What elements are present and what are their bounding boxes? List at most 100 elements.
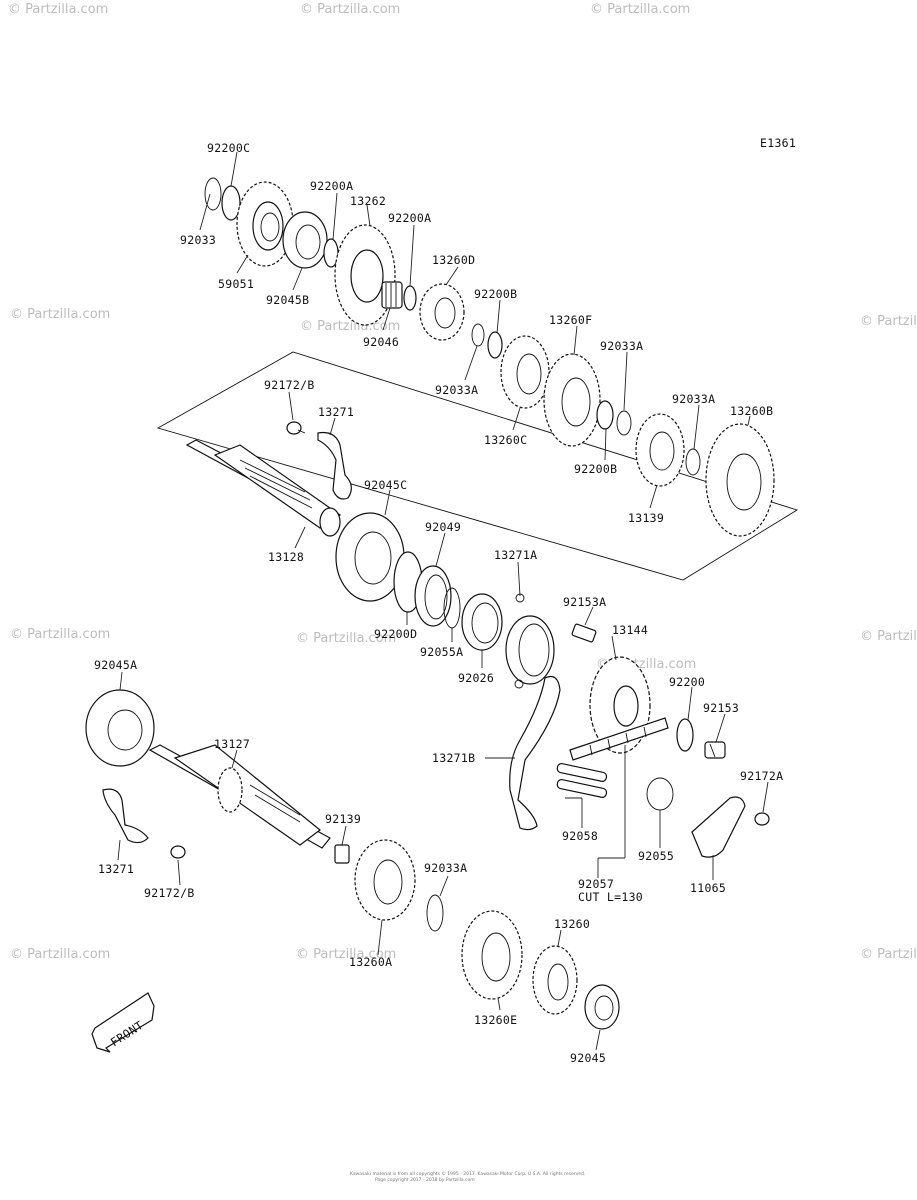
part-label: 92200C [207, 141, 250, 155]
part-label: 92055A [420, 645, 463, 659]
bolt-92153a [571, 623, 597, 643]
upper-gear-train [204, 177, 775, 537]
part-label: 13260C [484, 433, 527, 447]
part-label: 92200B [474, 287, 517, 301]
plate-13271a [505, 615, 555, 685]
part-label: 92153A [563, 595, 606, 609]
part-label: 13260B [730, 404, 773, 418]
part-label: 13139 [628, 511, 664, 525]
part-label: 92046 [363, 335, 399, 349]
part-label: 92033A [672, 392, 715, 406]
part-label: 92200D [374, 627, 417, 641]
part-label: 92055 [638, 849, 674, 863]
part-label: 92200A [310, 179, 353, 193]
part-label: 13260 [554, 917, 590, 931]
leader-lines [117, 151, 769, 1051]
gear-13260e [461, 910, 523, 1000]
front-arrow-icon: FRONT [91, 992, 155, 1053]
gear-13260a [354, 839, 416, 921]
plate-13271-lower [102, 788, 149, 844]
washer-92200a [323, 238, 339, 268]
part-label: 13271B [432, 751, 475, 765]
assembly-outline [156, 351, 799, 581]
part-label: 92045A [94, 658, 137, 672]
part-labels: 92200C 92033 59051 92200A 13262 92200A 9… [94, 141, 783, 1065]
part-label: 92200B [574, 462, 617, 476]
washer-92200b [596, 400, 614, 430]
washer-92200 [676, 718, 694, 752]
washer-92200b [487, 331, 503, 359]
part-label: 92045 [570, 1051, 606, 1065]
part-label: 13262 [350, 194, 386, 208]
part-label: 92045C [364, 478, 407, 492]
part-label: 13271 [318, 405, 354, 419]
part-label: 92033 [180, 233, 216, 247]
bearing-92045a [85, 689, 155, 767]
bearing-92045b [282, 211, 328, 269]
part-label: 92057 [578, 877, 614, 891]
part-label: 11065 [690, 881, 726, 895]
part-label: 92033A [600, 339, 643, 353]
plate-13271-upper [317, 431, 352, 500]
part-label: 92049 [425, 520, 461, 534]
part-label: 13128 [268, 550, 304, 564]
part-label: 92172/B [264, 378, 315, 392]
part-label: CUT L=130 [578, 890, 643, 904]
bolt-92172b-upper [286, 421, 306, 435]
circlip-92033a [616, 410, 632, 436]
part-label: 92033A [424, 861, 467, 875]
watermark: © Partzilla.com [860, 629, 917, 644]
watermark: © Partzilla.com [296, 947, 396, 962]
gear-13260f [543, 353, 601, 447]
output-shaft-13128 [185, 439, 342, 537]
part-label: 92153 [703, 701, 739, 715]
part-label: 92172/B [144, 886, 195, 900]
input-shaft-13127 [148, 744, 331, 849]
part-label: 92058 [562, 829, 598, 843]
bearing-92045 [584, 984, 620, 1030]
watermark: © Partzilla.com [10, 307, 110, 322]
watermark: © Partzilla.com [296, 631, 396, 646]
washer-92200a [403, 285, 417, 311]
cover-11065 [691, 796, 746, 858]
watermark: © Partzilla.com [8, 2, 108, 17]
bolt-92153 [704, 741, 726, 759]
gear-13260 [532, 945, 578, 1015]
needle-bearing-92046 [381, 281, 403, 309]
chain-92057 [569, 717, 669, 761]
part-label: 13260A [349, 955, 392, 969]
gear-13260c [500, 335, 550, 409]
watermark: © Partzilla.com [300, 319, 400, 334]
watermark: © Partzilla.com [10, 627, 110, 642]
part-label: 92026 [458, 671, 494, 685]
watermark: © Partzilla.com [590, 2, 690, 17]
bolt-92172b-lower [170, 845, 186, 859]
diagram-code: E1361 [760, 136, 796, 150]
lever-13271b [509, 675, 561, 831]
gear-13260b [705, 423, 775, 537]
ring-92049 [414, 565, 452, 627]
bolt-92172a [754, 812, 770, 826]
circlip-92033 [204, 177, 222, 211]
watermark: © Partzilla.com [10, 947, 110, 962]
part-label: 13144 [612, 623, 648, 637]
part-label: 92139 [325, 812, 361, 826]
part-label: 13271A [494, 548, 537, 562]
part-label: 13260E [474, 1013, 517, 1027]
collar-92026 [461, 593, 503, 651]
part-label: 92172A [740, 769, 783, 783]
watermark: © Partzilla.com [860, 314, 917, 329]
part-label: 13271 [98, 862, 134, 876]
part-label: 92033A [435, 383, 478, 397]
part-label: 59051 [218, 277, 254, 291]
gear-13260d [419, 283, 465, 341]
needle-bearing-92139 [334, 844, 350, 864]
oring-92055 [646, 777, 674, 811]
circlip-92033a-lower [426, 894, 444, 932]
watermark: © Partzilla.com [300, 2, 400, 17]
part-label: 13127 [214, 737, 250, 751]
part-label: 92200A [388, 211, 431, 225]
part-label: 13260F [549, 313, 592, 327]
part-label: 92200 [669, 675, 705, 689]
